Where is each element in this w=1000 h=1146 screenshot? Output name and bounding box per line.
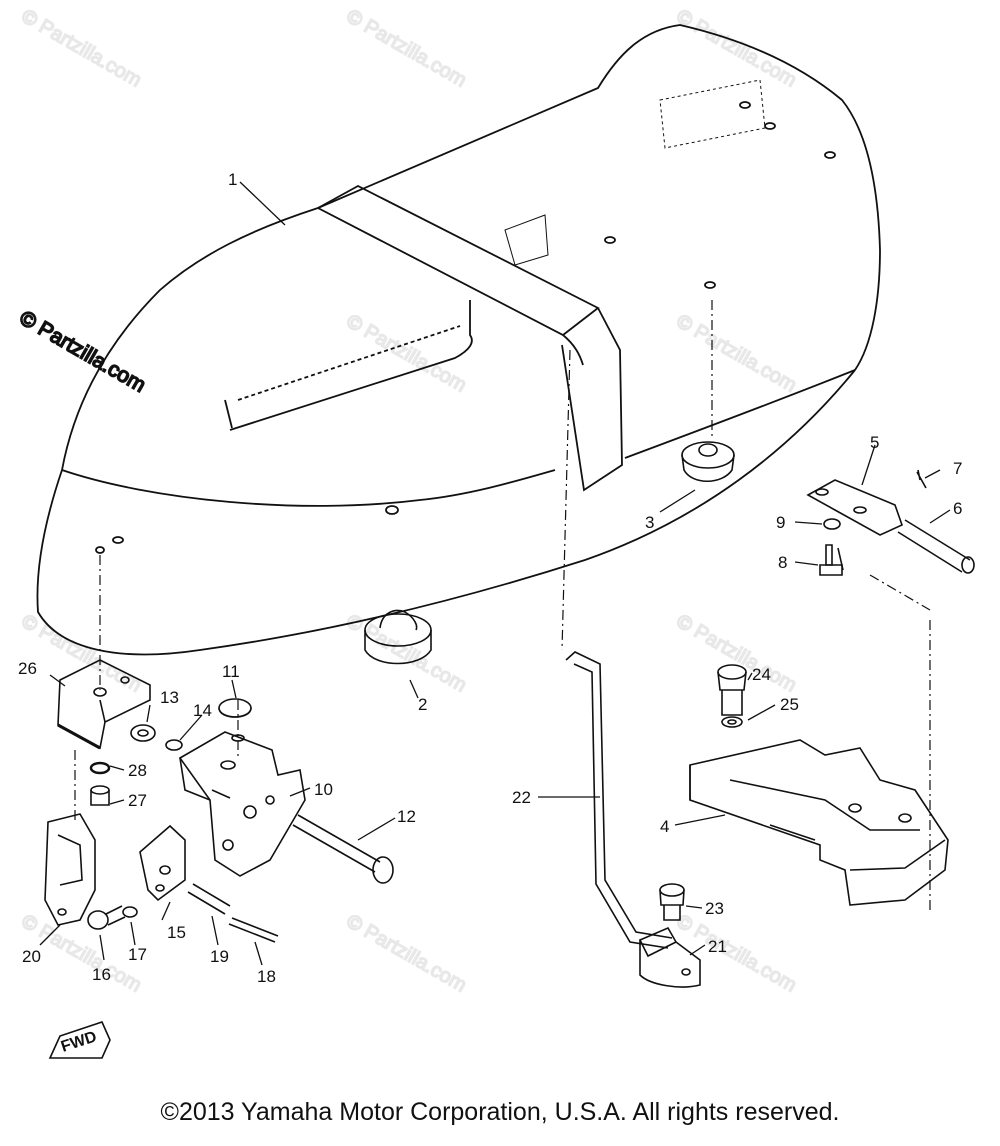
callout-27: 27 [128,791,147,810]
callout-12: 12 [397,807,416,826]
bolt-part-24 [717,664,747,716]
tray-part-4 [689,739,949,906]
watermark-text: © Partzilla.com [16,306,150,397]
callout-19: 19 [210,947,229,966]
callout-14: 14 [193,701,212,720]
callout-11: 11 [222,662,240,681]
callout-17: 17 [128,945,147,964]
latch-part-20 [44,813,96,926]
watermark-text: © Partzilla.com [343,310,471,396]
fwd-label: FWD [59,1028,99,1055]
callout-1: 1 [228,170,237,189]
damper-part-2 [364,609,432,665]
watermark-text: © Partzilla.com [18,5,146,91]
bolt-part-16 [87,905,126,930]
rod-part-22 [565,651,673,949]
nut-part-13 [130,724,156,742]
callout-numbers: 1 2 3 4 5 6 7 8 9 10 11 12 13 14 15 16 1… [18,170,962,986]
callout-5: 5 [870,433,879,452]
assembly-guide-lines [74,300,931,910]
watermark-text: © Partzilla.com [343,5,471,91]
leader-lines [39,181,951,966]
callout-6: 6 [953,499,962,518]
callout-7: 7 [953,459,962,478]
watermark-text: © Partzilla.com [343,610,471,696]
washer-part-25 [721,716,743,728]
bracket-part-10 [178,731,306,877]
washer-part-28 [89,761,111,775]
seat-drawing [36,24,881,656]
bracket-part-26 [57,659,151,750]
callout-24: 24 [752,665,771,684]
bolt-part-23 [659,883,685,921]
callout-20: 20 [22,947,41,966]
damper-part-3 [681,441,735,482]
pin-part-18 [228,917,279,943]
callout-4: 4 [660,817,669,836]
pin-part-19 [187,883,231,915]
bolt-part-27 [90,785,110,806]
bolt-part-12 [292,814,394,884]
hinge-assembly [806,469,975,576]
callout-16: 16 [92,965,111,984]
watermark-text: © Partzilla.com [673,310,801,396]
damper-part-11 [218,698,252,742]
callout-25: 25 [780,695,799,714]
washer-part-14 [165,739,183,751]
callout-3: 3 [645,513,654,532]
washer-part-17 [122,906,138,918]
callout-8: 8 [778,553,787,572]
plate-part-15 [139,824,186,902]
callout-22: 22 [512,788,531,807]
bracket-part-21 [638,926,701,988]
callout-18: 18 [257,967,276,986]
callout-15: 15 [167,923,186,942]
copyright-notice: ©2013 Yamaha Motor Corporation, U.S.A. A… [160,1098,840,1126]
watermark-text: © Partzilla.com [673,610,801,696]
callout-21: 21 [708,937,727,956]
callout-10: 10 [314,780,333,799]
callout-2: 2 [418,695,427,714]
callout-26: 26 [18,659,37,678]
fwd-arrow-icon: FWD [48,1021,111,1059]
callout-28: 28 [128,761,147,780]
callout-13: 13 [160,688,179,707]
watermark-text: © Partzilla.com [343,910,471,996]
watermark-text: © Partzilla.com [673,5,801,91]
callout-9: 9 [776,513,785,532]
callout-23: 23 [705,899,724,918]
